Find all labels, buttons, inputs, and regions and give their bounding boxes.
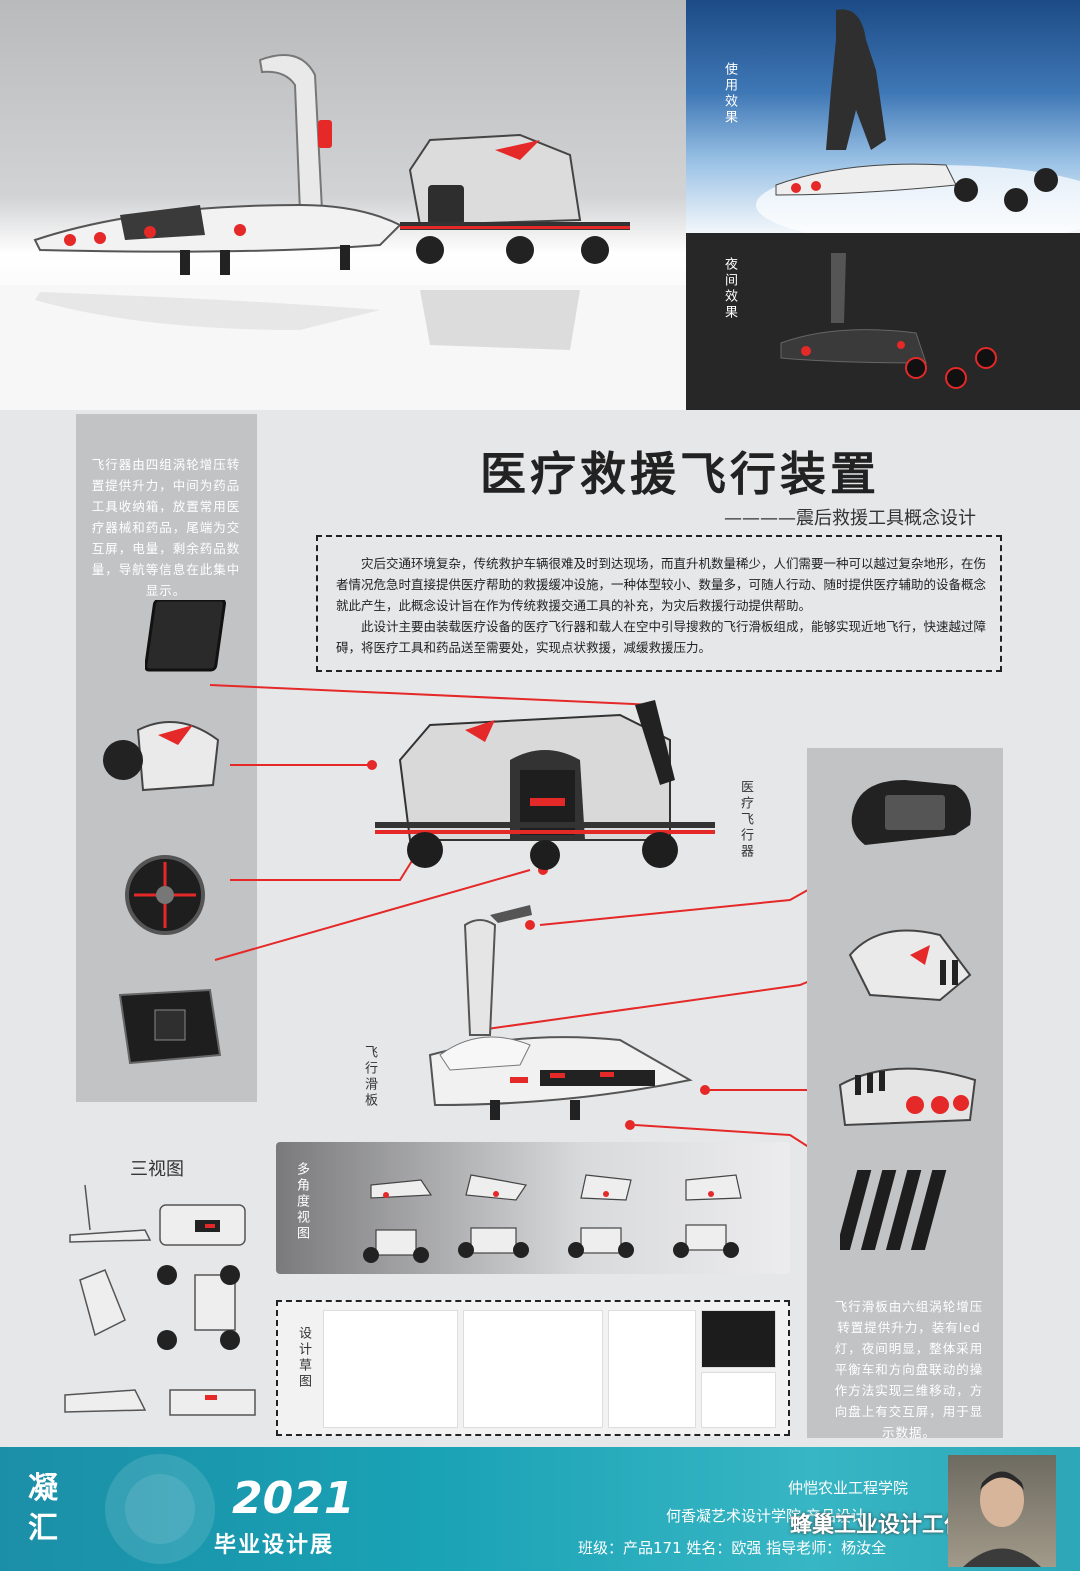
page-subtitle: ————震后救援工具概念设计 [724, 508, 976, 529]
board-description: 飞行滑板由六组涡轮增压转置提供升力，装有led灯，夜间明显，整体采用平衡车和方向… [834, 1299, 984, 1440]
steering-wheel-detail [851, 780, 971, 845]
intro-text-box: 灾后交通环境复杂，传统救护车辆很难及时到达现场，而直升机数量稀少，人们需要一种可… [316, 535, 1002, 672]
medical-drone-render [375, 700, 715, 870]
board-rear-fins-detail [840, 1170, 947, 1250]
footer-college: 何香凝艺术设计学院 产品设计 [666, 1507, 866, 1525]
intro-paragraph-2: 此设计主要由装载医疗设备的医疗飞行器和载人在空中引导搜救的飞行滑板组成，能够实现… [336, 619, 987, 655]
usage-effect-label: 使用效果 [722, 62, 737, 126]
multi-angle-renders [363, 1174, 742, 1263]
student-photo [948, 1455, 1056, 1567]
interactive-screen-detail [145, 600, 226, 672]
drone-description: 飞行器由四组涡轮增压转置提供升力，中间为药品工具收纳箱，放置常用医疗器械和药品，… [91, 457, 241, 598]
night-scene [780, 253, 997, 389]
page-title: 医疗救援飞行装置 [480, 447, 880, 501]
hero-render [0, 0, 686, 410]
footer-logo-char-1: 凝 [28, 1471, 58, 1506]
sketch-render-light [701, 1372, 776, 1428]
footer-logo-char-2: 汇 [28, 1511, 58, 1546]
footer-year: 2021 [232, 1473, 355, 1524]
usage-effect-image: 使用效果 [686, 0, 1080, 233]
multi-angle-label: 多角度视图 [294, 1162, 309, 1242]
three-view-drawings [64, 1184, 256, 1416]
board-front-detail [848, 929, 972, 1002]
drone-nose-detail [103, 721, 220, 792]
design-sketch-panel: 设计草图 [276, 1300, 790, 1436]
flying-board-label: 飞行滑板 [362, 1045, 377, 1109]
night-effect-image: 夜间效果 [686, 233, 1080, 410]
three-view-title: 三视图 [130, 1159, 184, 1180]
sketch-sheet-1 [323, 1310, 458, 1428]
usage-scene [756, 9, 1080, 233]
footer-exhibition: 毕业设计展 [214, 1533, 335, 1558]
flying-board-render [428, 905, 693, 1120]
footer-decoration [105, 1454, 215, 1564]
footer-logo: 凝 汇 [28, 1469, 58, 1549]
storage-box-detail [118, 988, 222, 1065]
sketch-sheet-3 [608, 1310, 696, 1428]
medical-drone-label: 医疗飞行器 [738, 780, 753, 860]
student-portrait [963, 1471, 1041, 1567]
footer-school: 仲恺农业工程学院 [788, 1479, 909, 1497]
multi-angle-panel: 多角度视图 [276, 1142, 790, 1274]
intro-paragraph-1: 灾后交通环境复杂，传统救护车辆很难及时到达现场，而直升机数量稀少，人们需要一种可… [336, 556, 987, 613]
night-effect-label: 夜间效果 [722, 257, 737, 321]
footer-student-info: 班级：产品171 姓名：欧强 指导老师：杨汝全 [578, 1539, 887, 1557]
design-sketch-label: 设计草图 [296, 1326, 311, 1390]
sketch-render-dark [701, 1310, 776, 1368]
sketch-sheet-2 [463, 1310, 603, 1428]
hero-product-render [0, 54, 686, 410]
turbine-detail [125, 855, 205, 935]
footer-banner: 凝 汇 2021 毕业设计展 仲恺农业工程学院 何香凝艺术设计学院 产品设计 班… [0, 1447, 1080, 1571]
board-turbines-detail [838, 1067, 977, 1127]
